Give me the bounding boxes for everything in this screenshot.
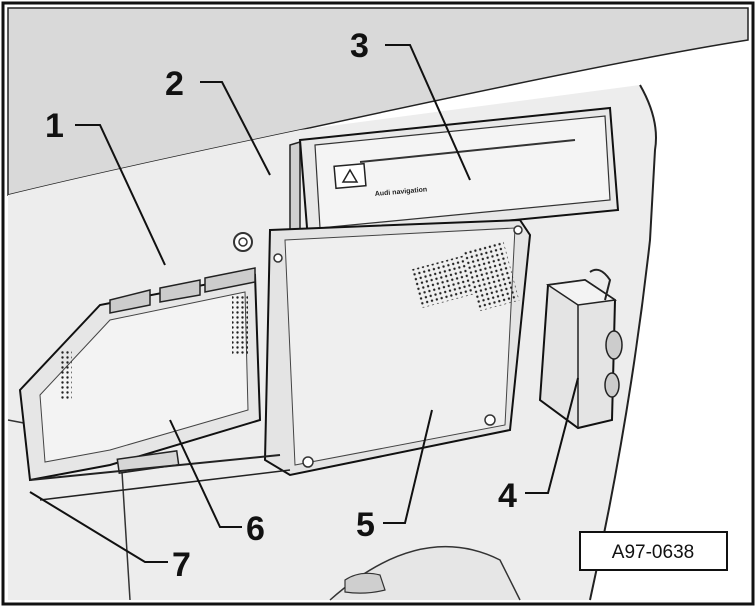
bracket-2 — [289, 140, 301, 233]
callout-6: 6 — [246, 510, 265, 548]
navigation-drive-unit: Audi navigation — [298, 106, 620, 242]
control-unit-5 — [263, 218, 532, 477]
callout-4: 4 — [498, 477, 517, 515]
leader-5 — [383, 409, 433, 524]
panel-edge-line — [589, 84, 657, 601]
reference-code: A97-0638 — [612, 542, 694, 563]
eject-icon — [341, 168, 359, 183]
callout-7: 7 — [172, 546, 191, 584]
callout-3: 3 — [350, 27, 369, 65]
leader-lines — [29, 44, 579, 563]
callout-5: 5 — [356, 506, 375, 544]
reference-code-box — [579, 531, 728, 571]
leader-4 — [525, 377, 579, 494]
control-unit-6 — [18, 267, 291, 501]
leader-6 — [169, 419, 242, 528]
leader-1 — [75, 124, 166, 266]
floor-bracket — [344, 572, 386, 594]
callout-1: 1 — [45, 107, 64, 145]
leader-7 — [29, 491, 168, 563]
device-brand-label: Audi navigation — [375, 186, 428, 198]
module-4 — [538, 268, 623, 430]
leader-2 — [200, 81, 271, 176]
callout-2: 2 — [165, 65, 184, 103]
leader-3 — [385, 44, 471, 181]
